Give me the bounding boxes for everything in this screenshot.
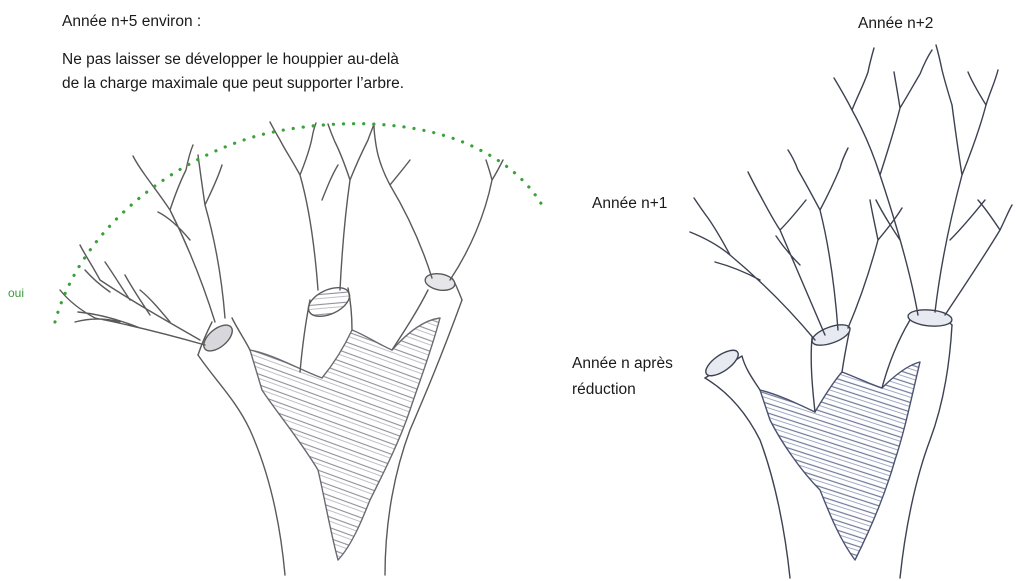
- label-year2: Année n+2: [858, 12, 933, 36]
- label-year0-line1: Année n après: [572, 352, 673, 376]
- heading-year5: Année n+5 environ :: [62, 10, 201, 34]
- side-label-oui: oui: [8, 281, 24, 305]
- left-tree: [60, 122, 503, 575]
- label-year1: Année n+1: [592, 192, 667, 216]
- note-line-1: Ne pas laisser se développer le houppier…: [62, 48, 399, 72]
- label-year0-line2: réduction: [572, 378, 636, 402]
- right-tree: [690, 45, 1012, 578]
- note-line-2: de la charge maximale que peut supporter…: [62, 72, 404, 96]
- crown-limit-dotted-arc: [55, 124, 542, 322]
